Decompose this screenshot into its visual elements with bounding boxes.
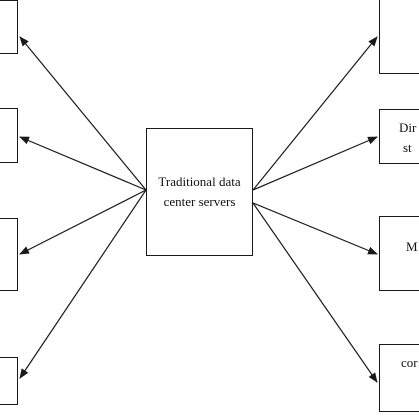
- arrow-to-right-2: [252, 136, 378, 191]
- arrow-to-left-3: [19, 189, 147, 255]
- arrow-to-left-1: [19, 36, 147, 191]
- left-node-4: [0, 357, 18, 405]
- center-node-label-line-1: Traditional data: [158, 174, 241, 189]
- right-node-3-label-line-1: M: [406, 239, 418, 254]
- right-node-3: M: [379, 216, 419, 291]
- center-node-label: Traditional data center servers: [158, 172, 240, 212]
- left-node-2: [0, 108, 18, 163]
- arrow-to-right-1: [252, 36, 378, 191]
- arrow-to-left-4: [19, 189, 147, 379]
- arrow-to-right-3: [252, 202, 378, 255]
- right-node-4-label-line-2: cor: [401, 355, 418, 370]
- left-node-3: [0, 218, 18, 291]
- right-node-2: Dir st: [379, 109, 419, 164]
- center-node-traditional-servers: Traditional data center servers: [146, 128, 253, 256]
- right-node-1: [379, 0, 419, 74]
- right-node-2-label-line-1: Dir: [399, 120, 417, 135]
- right-node-4: cor: [379, 344, 419, 412]
- arrow-to-right-4: [252, 202, 378, 383]
- left-node-1: [0, 0, 18, 54]
- arrow-to-left-2: [19, 136, 147, 191]
- right-node-2-label-line-2: st: [403, 140, 412, 155]
- center-node-label-line-2: center servers: [163, 194, 236, 209]
